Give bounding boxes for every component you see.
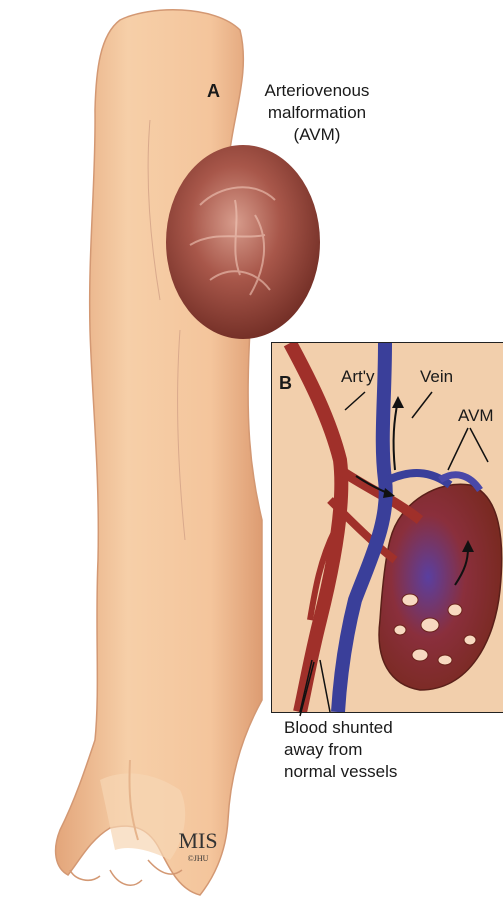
avm-mass <box>166 145 320 339</box>
panel-a-title-line: malformation <box>252 102 382 124</box>
panel-a-title-line: Arteriovenous <box>252 80 382 102</box>
inset-panel-b <box>272 343 503 712</box>
signature-mark: MIS <box>178 832 218 850</box>
vein-label: Vein <box>420 366 453 388</box>
panel-b-letter: B <box>279 372 292 394</box>
signature-credit: ©JHU <box>178 854 218 863</box>
panel-a-title-line: (AVM) <box>252 124 382 146</box>
avm-label: AVM <box>458 405 494 427</box>
artery-label: Art'y <box>341 366 374 388</box>
panel-a-letter: A <box>207 80 220 102</box>
artist-signature: MIS ©JHU <box>178 832 218 863</box>
arm-shape <box>56 10 262 895</box>
shunt-caption: Blood shunted away from normal vessels <box>284 717 444 783</box>
panel-a-title: Arteriovenous malformation (AVM) <box>252 80 382 146</box>
caption-line: Blood shunted <box>284 717 444 739</box>
caption-line: normal vessels <box>284 761 444 783</box>
caption-line: away from <box>284 739 444 761</box>
